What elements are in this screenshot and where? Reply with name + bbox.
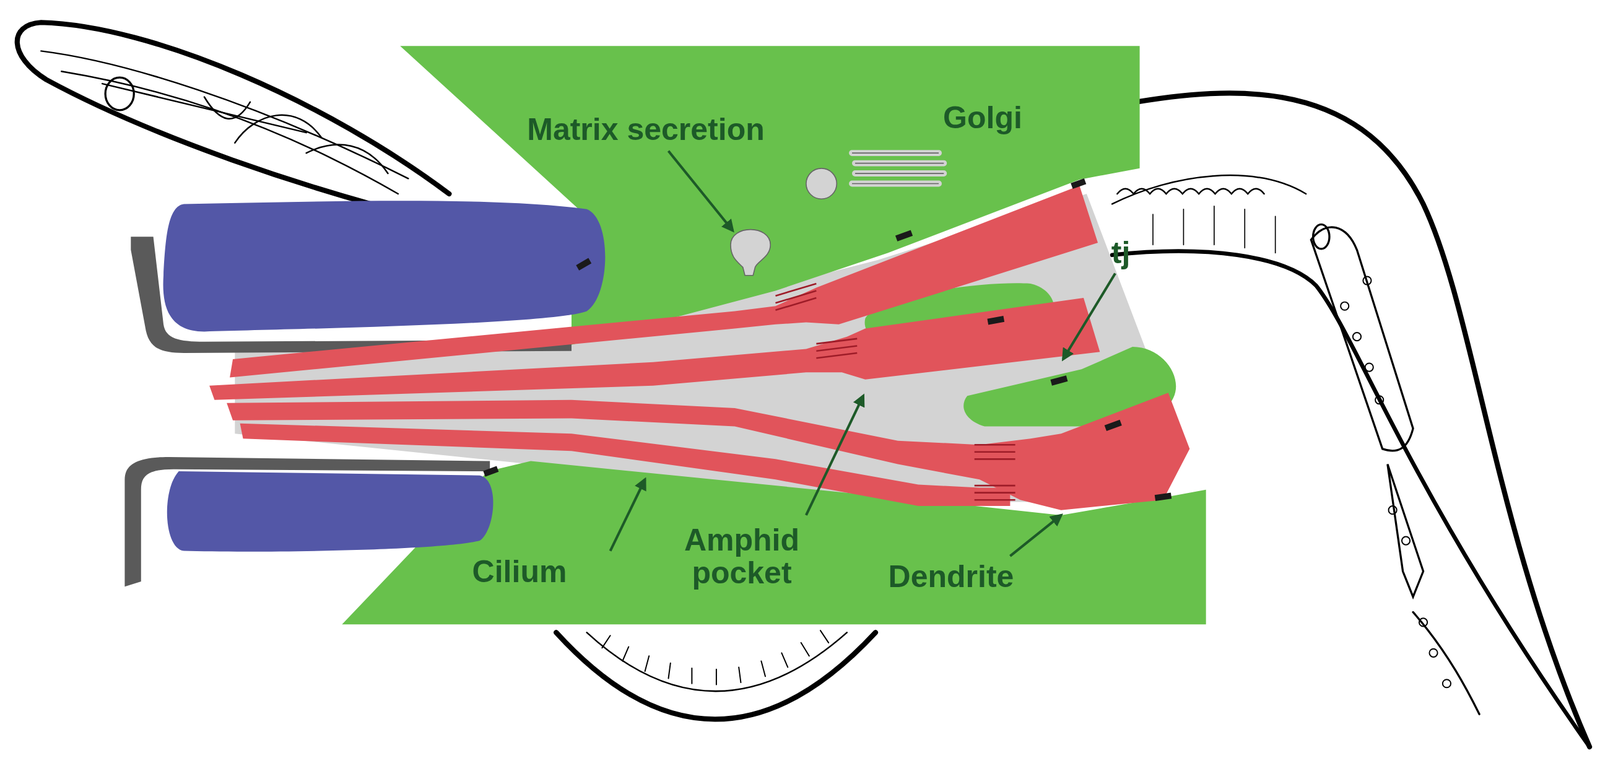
callout-label: Amphid pocket [667, 523, 817, 589]
callout-label: Golgi [943, 101, 1023, 135]
golgi [806, 152, 944, 199]
callout-label: Cilium [472, 555, 568, 589]
callout-label: Dendrite [888, 560, 1015, 594]
worm-head [17, 22, 450, 220]
socket-cell [163, 200, 606, 332]
neuron [209, 185, 1190, 511]
worm-body [556, 630, 876, 719]
transition-zone [775, 283, 1015, 500]
secretory-vesicle [730, 229, 771, 276]
leader-line [610, 151, 1116, 557]
callout-label: Matrix secretion [526, 113, 765, 147]
tight-junction [482, 178, 1172, 501]
socket-cell [167, 471, 494, 552]
callout-label: tj [1111, 236, 1131, 270]
